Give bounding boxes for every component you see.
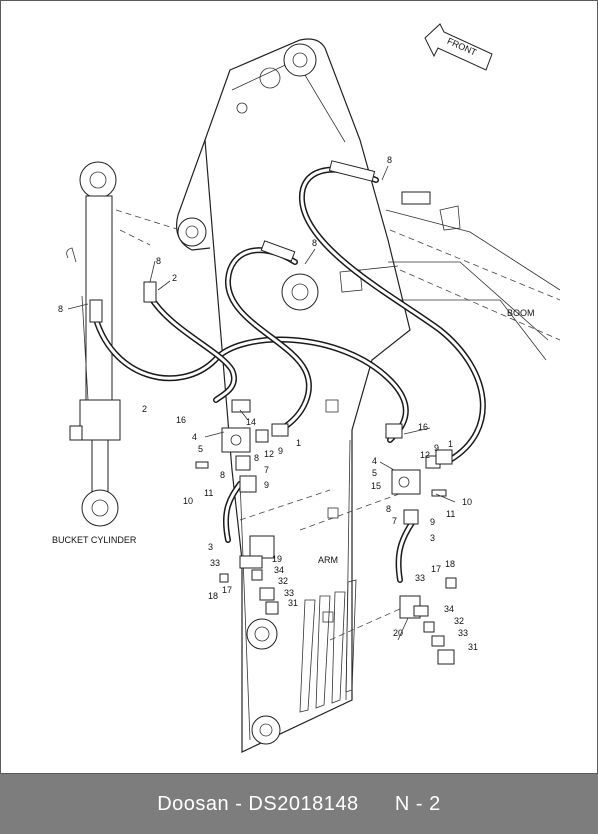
callout-c7a: 7 (264, 465, 269, 475)
callout-numbers: 8 8 8 8 2 2 16 14 4 5 12 9 1 8 8 7 9 10 … (58, 155, 478, 652)
callout-c33b: 33 (284, 588, 294, 598)
callout-c12b: 12 (420, 450, 430, 460)
callout-c19: 19 (272, 554, 282, 564)
callout-c11b: 11 (446, 509, 455, 519)
footer-bar: Doosan - DS2018148 N - 2 (0, 774, 598, 834)
callout-c18a: 18 (208, 591, 218, 601)
callout-c34a: 34 (274, 565, 284, 575)
callout-c2a: 2 (172, 273, 177, 283)
callout-c14: 14 (246, 417, 256, 427)
callout-c4a: 4 (192, 432, 197, 442)
callout-c7b: 7 (392, 516, 397, 526)
callout-c17a: 17 (222, 585, 232, 595)
callout-c34b: 34 (444, 604, 454, 614)
callout-c2b: 2 (142, 404, 147, 414)
callout-c33d: 33 (458, 628, 468, 638)
bucket-cylinder: BUCKET CYLINDER (52, 161, 137, 545)
callout-c20: 20 (393, 628, 403, 638)
footer-text: Doosan - DS2018148 N - 2 (157, 792, 441, 815)
callout-c9b: 9 (264, 480, 269, 490)
callout-c9c: 9 (434, 443, 439, 453)
boom-structure: BOOM (339, 205, 561, 361)
callout-c32a: 32 (278, 576, 288, 586)
callout-c17b: 17 (431, 564, 441, 574)
callout-c11a: 11 (204, 488, 213, 498)
hydraulic-piping-diagram: FRONT (0, 0, 598, 774)
callout-c5b: 5 (372, 468, 377, 478)
callout-c8g: 8 (386, 504, 391, 514)
callout-c33a: 33 (210, 558, 220, 568)
right-valve-block (385, 423, 457, 665)
callout-c16b: 16 (418, 422, 428, 432)
hydraulic-hoses (89, 160, 486, 583)
callout-c8c: 8 (156, 256, 161, 266)
front-arrow-icon: FRONT (424, 23, 493, 71)
left-valve-block (195, 399, 289, 615)
callout-c8d: 8 (58, 304, 63, 314)
callout-c33c: 33 (415, 573, 425, 583)
arm-label: ARM (318, 555, 338, 565)
callout-c4b: 4 (372, 456, 377, 466)
callout-leaders (67, 165, 456, 641)
callout-c9d: 9 (430, 517, 435, 527)
callout-c8a: 8 (387, 155, 392, 165)
callout-c31b: 31 (468, 642, 478, 652)
callout-c9a: 9 (278, 446, 283, 456)
callout-c15: 15 (371, 481, 381, 491)
callout-c18b: 18 (445, 559, 455, 569)
callout-c8f: 8 (220, 470, 225, 480)
callout-c32b: 32 (454, 616, 464, 626)
callout-c1a: 1 (296, 438, 301, 448)
callout-c5a: 5 (198, 444, 203, 454)
callout-c12a: 12 (264, 449, 274, 459)
arm-structure (176, 38, 411, 753)
callout-c8b: 8 (312, 238, 317, 248)
callout-c10a: 10 (183, 496, 193, 506)
callout-c8e: 8 (254, 453, 259, 463)
callout-c3b: 3 (430, 533, 435, 543)
callout-c16a: 16 (176, 415, 186, 425)
callout-c3a: 3 (208, 542, 213, 552)
callout-c1b: 1 (448, 439, 453, 449)
callout-c10b: 10 (462, 497, 472, 507)
callout-c31a: 31 (288, 598, 298, 608)
boom-label: BOOM (507, 308, 535, 318)
bucket-cylinder-label: BUCKET CYLINDER (52, 535, 137, 545)
